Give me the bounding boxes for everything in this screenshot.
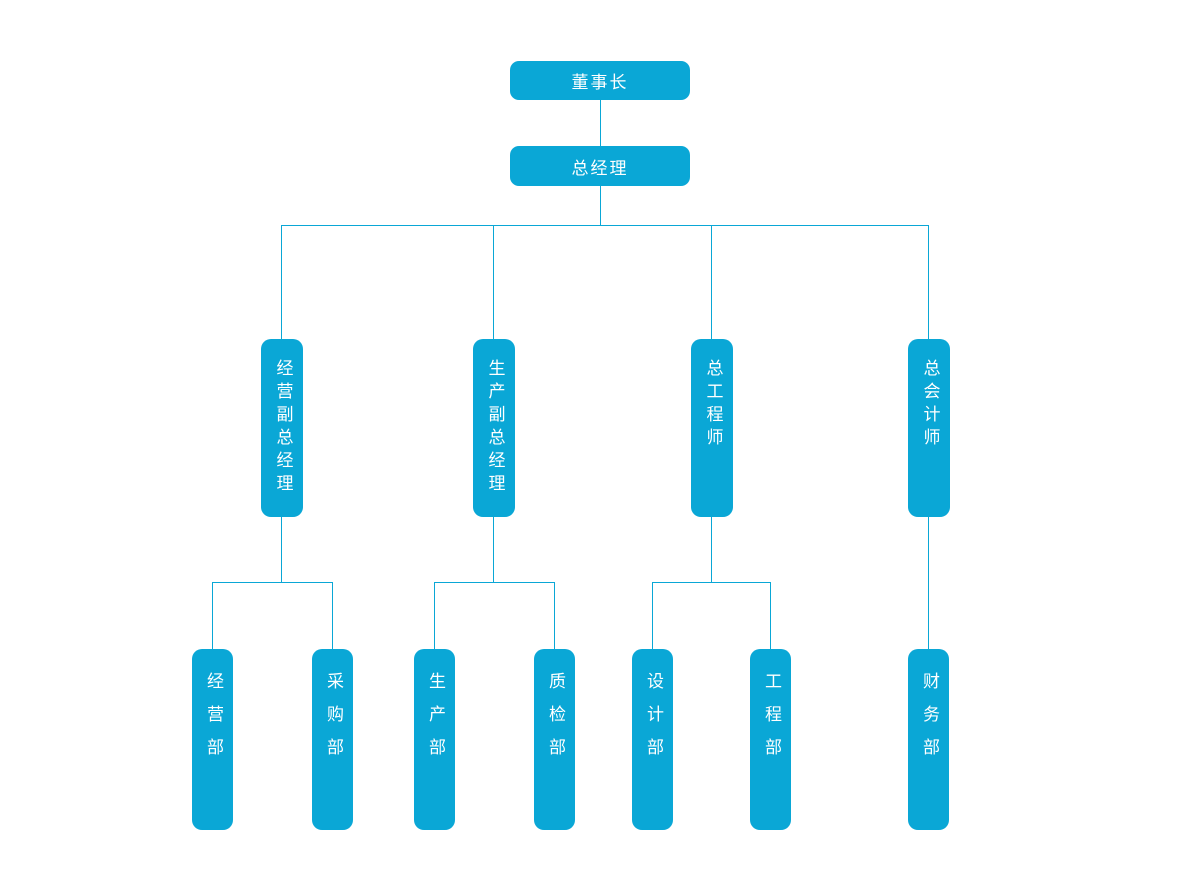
connector-drop-design-dept <box>652 582 653 649</box>
node-operations-dept[interactable]: 经营部 <box>192 649 233 830</box>
node-finance-dept[interactable]: 财务部 <box>908 649 949 830</box>
node-production-vice-gm-label: 生产副总经理 <box>484 359 505 497</box>
node-purchasing-dept-label: 采购部 <box>323 672 343 771</box>
node-engineering-dept-label: 工程部 <box>761 672 781 771</box>
connector-drop-production-dept <box>434 582 435 649</box>
connector-drop-engineering-dept <box>770 582 771 649</box>
connector-engineer-down <box>711 517 712 582</box>
node-engineering-dept[interactable]: 工程部 <box>750 649 791 830</box>
connector-drop-operations-dept <box>212 582 213 649</box>
node-quality-dept-label: 质检部 <box>545 672 565 771</box>
node-design-dept[interactable]: 设计部 <box>632 649 673 830</box>
connector-ops-vgm-down <box>281 517 282 582</box>
connector-ops-bus <box>212 582 333 583</box>
node-chief-accountant-label: 总会计师 <box>919 359 940 451</box>
node-quality-dept[interactable]: 质检部 <box>534 649 575 830</box>
connector-drop-chief-accountant <box>928 225 929 339</box>
node-design-dept-label: 设计部 <box>643 672 663 771</box>
connector-chairman-gm <box>600 100 601 146</box>
node-chief-engineer-label: 总工程师 <box>702 359 723 451</box>
connector-drop-chief-engineer <box>711 225 712 339</box>
node-production-vice-gm[interactable]: 生产副总经理 <box>473 339 515 517</box>
node-general-manager-label: 总经理 <box>571 158 629 179</box>
node-general-manager[interactable]: 总经理 <box>510 146 690 186</box>
node-chairman[interactable]: 董事长 <box>510 61 690 100</box>
node-chief-accountant[interactable]: 总会计师 <box>908 339 950 517</box>
connector-prod-vgm-down <box>493 517 494 582</box>
connector-gm-bus <box>600 186 601 225</box>
node-operations-dept-label: 经营部 <box>203 672 223 771</box>
connector-level2-bus <box>281 225 929 226</box>
connector-prod-bus <box>434 582 555 583</box>
node-chairman-label: 董事长 <box>571 73 629 93</box>
node-production-dept[interactable]: 生产部 <box>414 649 455 830</box>
connector-accountant-finance <box>928 517 929 649</box>
node-chief-engineer[interactable]: 总工程师 <box>691 339 733 517</box>
connector-engineer-bus <box>652 582 771 583</box>
connector-drop-quality-dept <box>554 582 555 649</box>
node-finance-dept-label: 财务部 <box>919 672 939 771</box>
node-purchasing-dept[interactable]: 采购部 <box>312 649 353 830</box>
node-ops-vice-gm[interactable]: 经营副总经理 <box>261 339 303 517</box>
connector-drop-ops-vgm <box>281 225 282 339</box>
connector-drop-prod-vgm <box>493 225 494 339</box>
connector-drop-purchasing-dept <box>332 582 333 649</box>
node-production-dept-label: 生产部 <box>425 672 445 771</box>
node-ops-vice-gm-label: 经营副总经理 <box>272 359 293 497</box>
